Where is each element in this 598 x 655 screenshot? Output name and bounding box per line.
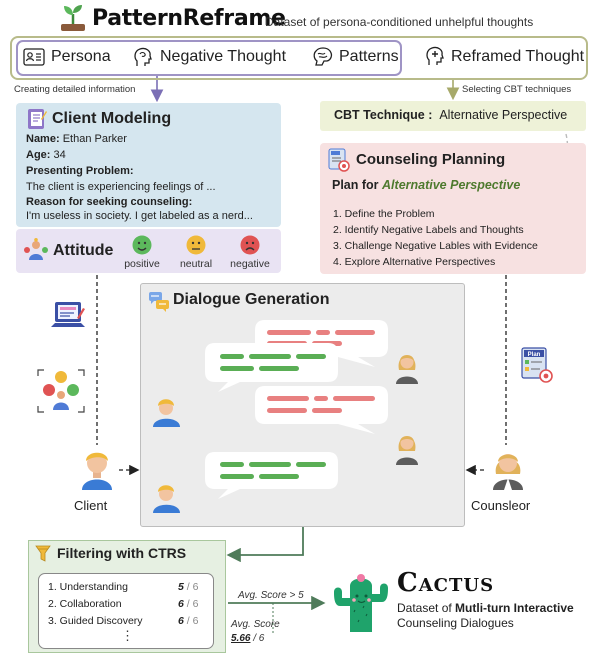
creating-info-caption: Creating detailed information <box>14 84 136 95</box>
client-modeling-title: Client Modeling <box>52 110 172 127</box>
counselor-avatar-icon <box>493 454 523 490</box>
plan-step: 1. Define the Problem <box>333 208 435 220</box>
positive-label: positive <box>124 258 160 270</box>
counseling-planning-title: Counseling Planning <box>356 151 506 168</box>
filtering-header <box>28 540 226 568</box>
plan-step: 3. Challenge Negative Lables with Eviden… <box>333 240 538 252</box>
negative-face-icon <box>240 235 260 255</box>
head-plus-icon <box>426 46 444 65</box>
avg-score-label: Avg. Score <box>231 619 280 630</box>
age-value: 34 <box>53 149 66 161</box>
counseling-planning-panel <box>320 143 586 274</box>
filtering-title: Filtering with CTRS <box>57 545 187 561</box>
cbt-label: CBT Technique : <box>334 108 433 122</box>
emotions-faces-icon <box>37 369 85 413</box>
age-label: Age: <box>26 149 51 161</box>
criterion-score: 6 / 6 <box>178 598 198 610</box>
score-max: / 6 <box>186 615 199 627</box>
reason-value: I'm useless in society. I get labeled as… <box>26 210 253 222</box>
cactus-title: Cactus <box>397 568 495 598</box>
plan-clipboard-icon: Plan <box>521 347 553 383</box>
client-name-row: Name: Ethan Parker <box>26 133 127 145</box>
patterns-label: Patterns <box>339 48 399 65</box>
client-label: Client <box>74 498 108 513</box>
positive-face-icon <box>132 235 152 255</box>
attitude-title: Attitude <box>53 242 114 259</box>
avg-score-max: / 6 <box>253 633 265 644</box>
pipeline-outer-box <box>10 36 588 80</box>
score-value: 6 <box>178 598 184 610</box>
plan-badge-text: Plan <box>528 352 541 358</box>
criterion-score: 6 / 6 <box>178 615 198 627</box>
avg-score-row: 5.66 / 6 <box>231 633 264 644</box>
cactus-desc-bold: Mutli-turn Interactive <box>455 601 574 615</box>
counselor-label: Counsleor <box>471 498 531 513</box>
plan-heading: Plan for Alternative Perspective <box>332 178 520 192</box>
client-avatar-icon <box>82 452 112 490</box>
criterion-name: 2. Collaboration <box>48 598 122 610</box>
cbt-value: Alternative Perspective <box>439 108 568 122</box>
pipeline-inner-box <box>16 40 402 76</box>
dialogue-generation-title: Dialogue Generation <box>173 291 330 308</box>
cbt-technique-box <box>320 101 586 131</box>
name-label: Name: <box>26 133 60 145</box>
client-bubble <box>205 343 338 392</box>
criterion-name: 3. Guided Discovery <box>48 615 143 627</box>
client-small-avatar <box>153 485 180 513</box>
score-max: / 6 <box>186 598 199 610</box>
cactus-mascot-icon <box>334 574 388 632</box>
persona-label: Persona <box>51 48 111 65</box>
patternreframe-title: PatternReframe <box>92 6 286 31</box>
plan-step: 2. Identify Negative Labels and Thoughts <box>333 224 524 236</box>
client-age-row: Age: 34 <box>26 149 66 161</box>
arrow-cbt-to-plan <box>531 133 569 189</box>
reframed-thought-label: Reframed Thought <box>451 48 585 65</box>
cbt-technique-row: CBT Technique : Alternative Perspective <box>334 108 567 122</box>
criterion-score: 5 / 6 <box>178 581 198 593</box>
funnel-filter-icon <box>35 545 51 562</box>
client-small-avatar <box>153 399 180 427</box>
score-max: / 6 <box>186 581 199 593</box>
client-bubble <box>205 452 338 499</box>
plan-prefix: Plan for <box>332 178 379 192</box>
plan-checklist-icon <box>328 148 350 172</box>
negative-thought-label: Negative Thought <box>160 48 287 65</box>
plan-technique: Alternative Perspective <box>382 178 521 192</box>
plan-step: 4. Explore Alternative Perspectives <box>333 256 496 268</box>
people-attitude-icon <box>24 238 48 260</box>
reason-label: Reason for seeking counseling: <box>26 196 193 208</box>
head-thought-icon <box>134 47 152 66</box>
presenting-problem-value: The client is experiencing feelings of .… <box>26 181 216 193</box>
chat-bubbles-icon <box>149 292 169 312</box>
criterion-name: 1. Understanding <box>48 581 128 593</box>
arrow-dialogue-to-filter <box>226 527 304 563</box>
more-criteria-ellipsis: ⋮ <box>121 628 134 643</box>
negative-label: negative <box>230 258 270 270</box>
presenting-problem-label: Presenting Problem: <box>26 165 134 177</box>
client-modeling-panel <box>16 103 281 227</box>
patternreframe-subtitle: Dataset of persona-conditioned unhelpful… <box>265 15 534 29</box>
cactus-desc-line2: Counseling Dialogues <box>397 616 514 630</box>
counselor-bubble <box>255 386 388 434</box>
cactus-desc-line1: Dataset of Mutli-turn Interactive <box>397 601 574 615</box>
ctrs-score-box <box>38 573 214 649</box>
brain-pattern-icon <box>313 47 333 66</box>
score-value: 5 <box>178 581 184 593</box>
score-value: 6 <box>178 615 184 627</box>
avg-score-value: 5.66 <box>231 633 251 644</box>
name-value: Ethan Parker <box>62 133 127 145</box>
sprout-logo-icon <box>61 5 85 31</box>
cactus-desc-prefix: Dataset of <box>397 601 456 615</box>
neutral-label: neutral <box>179 258 213 270</box>
selecting-cbt-caption: Selecting CBT techniques <box>462 84 572 95</box>
avg-score-rule: Avg. Score > 5 <box>238 590 304 601</box>
laptop-profile-icon <box>51 302 85 327</box>
notebook-icon <box>28 109 47 129</box>
id-card-icon <box>23 48 45 66</box>
neutral-face-icon <box>186 235 206 255</box>
counselor-small-avatar <box>396 436 418 465</box>
counselor-small-avatar <box>396 355 418 384</box>
dialogue-illustration <box>153 320 418 513</box>
